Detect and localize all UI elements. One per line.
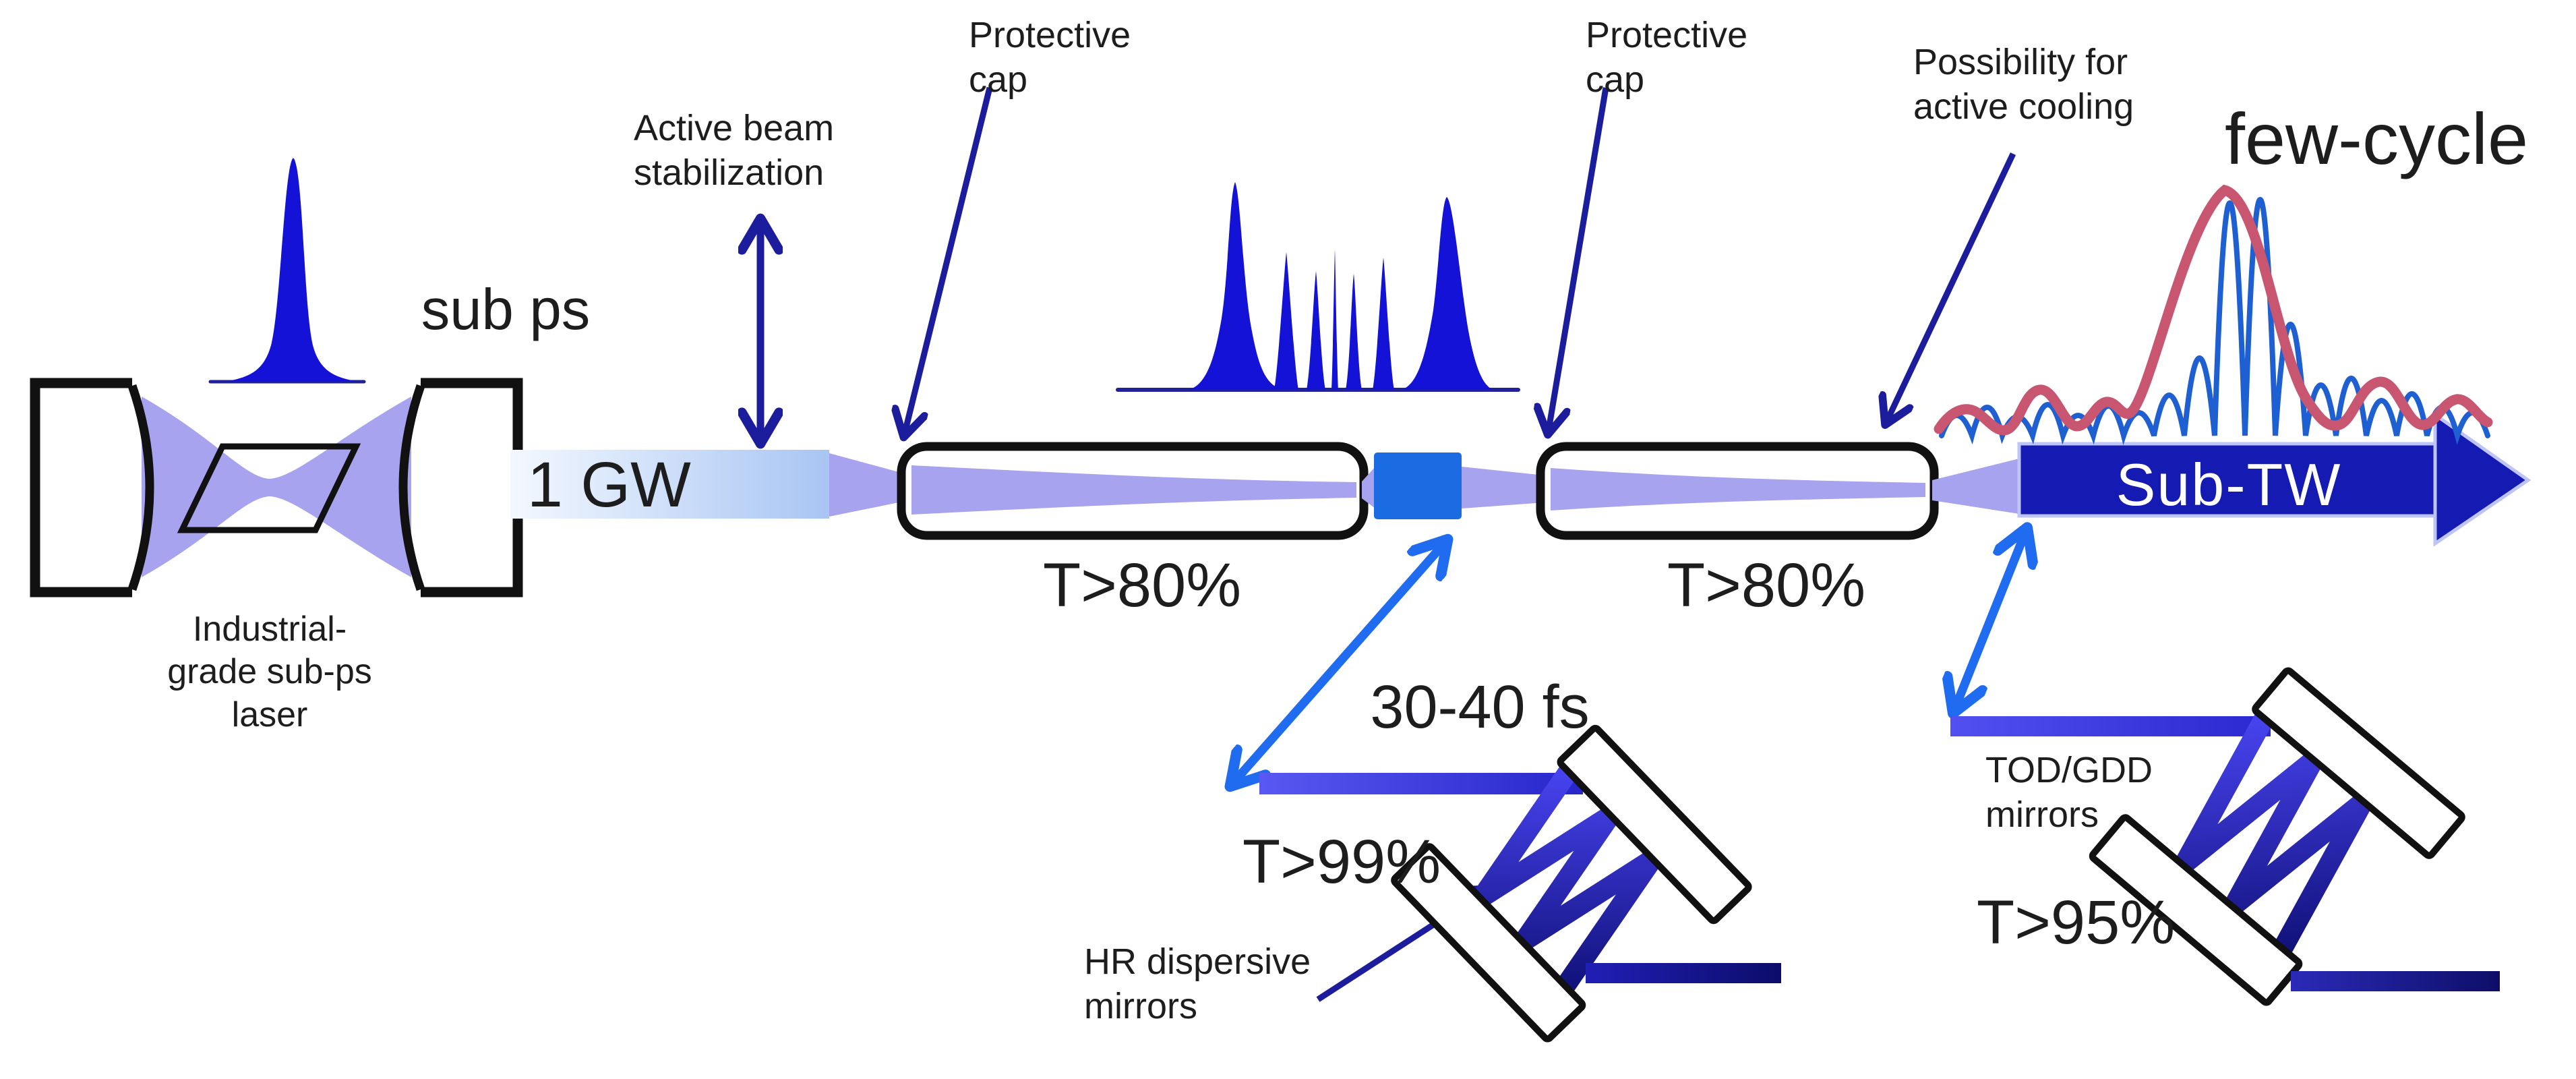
tod-gdd-mirror-unit — [1950, 667, 2500, 1006]
compression-tube-1 — [897, 442, 1369, 540]
beam-wedge-into-subtw — [1932, 459, 2019, 514]
mirror2-input-beam — [1950, 716, 2271, 736]
transmission-label-stage2: T>80% — [1667, 551, 1866, 620]
dispersive-mirror-lower — [1391, 843, 1586, 1043]
tube1-beam — [911, 465, 1356, 515]
sub-tw-arrow-icon — [2017, 411, 2532, 547]
gw-beam — [510, 450, 829, 519]
cavity-beam — [142, 397, 411, 577]
hr-mirrors-label: HR dispersive mirrors — [1084, 940, 1311, 1029]
transmission-label-tod: T>95% — [1977, 888, 2176, 957]
zigzag-beam-icon — [1473, 765, 1661, 991]
tod-gdd-label: TOD/GDD mirrors — [1985, 749, 2153, 838]
cooling-line2: active cooling — [1913, 86, 2134, 127]
protective-cap-2-arrow-icon — [1549, 87, 1609, 430]
laser-caption-line3: laser — [231, 695, 308, 734]
cap1-line2: cap — [969, 59, 1028, 100]
tube2-beam — [1551, 468, 1925, 511]
compression-tube-2 — [1536, 442, 1939, 540]
transmission-label-hr: T>99% — [1242, 827, 1441, 896]
cap2-line1: Protective — [1586, 15, 1748, 55]
cooling-arrow-icon — [1887, 152, 2016, 421]
protective-cap-1-arrow-icon — [905, 86, 993, 433]
mirror2-output-beam — [2291, 971, 2500, 991]
cavity-mirror-left-icon — [30, 378, 154, 597]
sub-ps-label: sub ps — [421, 278, 591, 342]
gain-crystal — [177, 443, 361, 533]
protective-cap-1-label: Protective cap — [969, 13, 1131, 103]
dispersive-mirror-upper — [2252, 667, 2465, 859]
gw-power-label: 1 GW — [527, 449, 691, 521]
fs-duration-label: 30-40 fs — [1370, 674, 1590, 741]
cooling-line1: Possibility for — [1913, 42, 2128, 82]
beam-wedge-into-tube1 — [829, 453, 909, 517]
tod-line1: TOD/GDD — [1985, 750, 2153, 790]
laser-caption-line1: Industrial- — [192, 610, 347, 649]
sub-ps-pulse-icon — [224, 158, 359, 382]
cooling-label: Possibility for active cooling — [1913, 40, 2134, 129]
mirror1-output-beam — [1586, 963, 1781, 983]
dispersive-mirror-lower — [2089, 814, 2303, 1006]
sub-tw-label: Sub-TW — [2116, 451, 2342, 518]
zigzag-beam-icon — [2175, 713, 2372, 952]
beam-wedge-tube1-out — [1362, 467, 1375, 508]
pickoff-double-arrow-1-icon — [1234, 544, 1444, 782]
pulse-envelope — [1934, 184, 2493, 436]
pulse-train — [1116, 182, 1520, 392]
stabilization-line1: Active beam — [634, 108, 835, 148]
stabilization-line2: stabilization — [634, 152, 825, 193]
tod-line2: mirrors — [1985, 794, 2099, 835]
laser-cavity — [30, 158, 523, 597]
transmission-label-stage1: T>80% — [1042, 551, 1242, 620]
few-cycle-waveform — [1934, 184, 2493, 446]
few-cycle-label: few-cycle — [2224, 98, 2529, 179]
carrier-wave — [1939, 197, 2490, 446]
pickoff-double-arrow-2-icon — [1955, 533, 2025, 708]
cap2-line2: cap — [1586, 59, 1645, 100]
laser-caption-line2: grade sub-ps — [167, 652, 372, 692]
mirror1-input-beam — [1259, 773, 1583, 794]
hr-mirrors-line1: HR dispersive — [1084, 941, 1311, 982]
nonlinear-crystal-square — [1374, 453, 1462, 519]
hr-dispersive-mirror-unit — [1259, 724, 1781, 1043]
stabilization-label: Active beam stabilization — [634, 107, 834, 196]
dispersive-mirror-upper — [1557, 724, 1752, 925]
laser-caption: Industrial- grade sub-ps laser — [118, 608, 421, 736]
cavity-mirror-right-icon — [398, 378, 523, 597]
hr-mirrors-line2: mirrors — [1084, 985, 1197, 1026]
cap1-line1: Protective — [969, 15, 1131, 55]
protective-cap-2-label: Protective cap — [1586, 13, 1747, 103]
beam-wedge-square-out — [1462, 467, 1545, 508]
